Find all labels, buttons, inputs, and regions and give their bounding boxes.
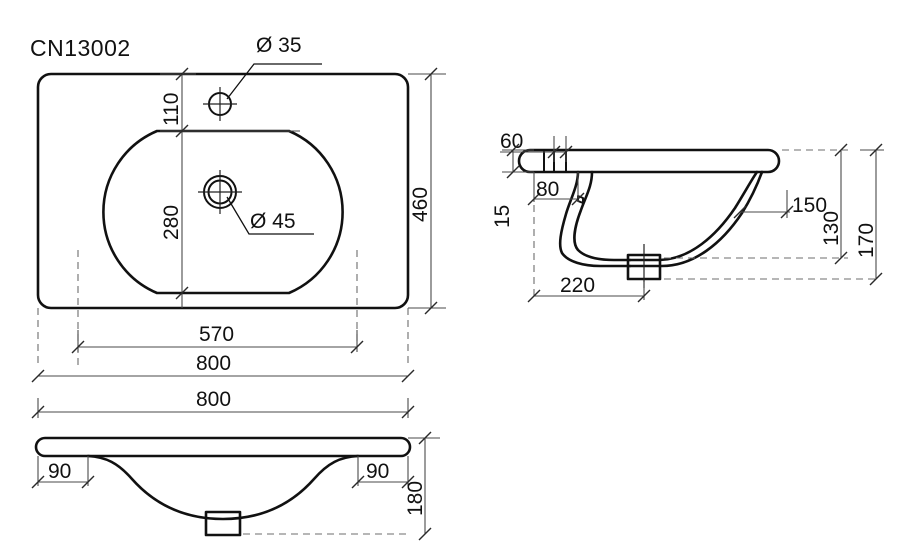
tick-90-left-b <box>81 475 95 489</box>
front-rim-slab <box>34 436 412 458</box>
tick-110-top <box>175 67 189 81</box>
side-bowl-right-sweep <box>628 170 759 262</box>
dim-90-left-text: 90 <box>48 460 71 483</box>
dim-170-text: 170 <box>855 223 878 258</box>
tap-hole-leader <box>226 63 322 100</box>
tick-220-left <box>527 289 541 303</box>
dim-180-text: 180 <box>404 481 427 516</box>
tick-80-right <box>571 192 585 206</box>
top-view-outline <box>36 72 410 310</box>
side-bowl-right-sweep-outer <box>628 170 764 268</box>
tick-220-right <box>637 289 651 303</box>
dim-90-right-text: 90 <box>366 460 389 483</box>
tick-110-bottom <box>175 124 189 138</box>
tick-460-bottom <box>424 301 438 315</box>
side-bowl-inner-wall <box>558 170 632 268</box>
tick-60-a <box>547 145 561 159</box>
dim-220-text: 220 <box>560 274 595 297</box>
side-section-view: 60 15 80 150 130 170 <box>491 130 884 303</box>
tick-170-top <box>869 143 883 157</box>
side-bowl-outer-wall <box>573 170 632 262</box>
tick-90-left-a <box>31 475 45 489</box>
side-rim-slab <box>517 148 781 174</box>
tick-90-right-a <box>351 475 365 489</box>
dim-570-text: 570 <box>199 323 234 346</box>
front-view: 800 90 90 180 <box>31 388 440 541</box>
tick-15-bottom <box>506 165 520 179</box>
dim-800-top-text: 800 <box>196 352 231 375</box>
dim-460-text: 460 <box>409 187 432 222</box>
tick-130-bottom <box>834 251 848 265</box>
tick-800-front-right <box>401 405 415 419</box>
tick-130-top <box>834 143 848 157</box>
tick-800-front-left <box>31 405 45 419</box>
tick-170-bottom <box>869 272 883 286</box>
tick-280-bottom <box>175 286 189 300</box>
tick-15-top <box>506 143 520 157</box>
dim-800-front-text: 800 <box>196 388 231 411</box>
front-drain-outlet <box>204 510 242 537</box>
top-view-bowl-outline <box>102 129 344 295</box>
tick-460-top <box>424 67 438 81</box>
drain-hole-label: Ø 45 <box>250 210 296 233</box>
tick-800-top-right <box>401 369 415 383</box>
tick-570-right <box>350 340 364 354</box>
dim-80-text: 80 <box>536 178 559 201</box>
tick-90-right-b <box>401 475 415 489</box>
dim-280-text: 280 <box>160 205 183 240</box>
dim-15-text: 15 <box>491 205 514 228</box>
drawing-title: CN13002 <box>30 35 131 61</box>
dim-150-text: 150 <box>792 194 827 217</box>
top-view: Ø 35 Ø 45 110 280 460 <box>31 34 446 383</box>
tick-800-top-left <box>31 369 45 383</box>
tick-180-bottom <box>418 527 432 541</box>
tap-hole-label: Ø 35 <box>256 34 302 57</box>
tick-570-left <box>71 340 85 354</box>
dim-130-text: 130 <box>820 211 843 246</box>
tap-hole-circle <box>203 87 237 121</box>
drain-hole-leader <box>226 196 314 235</box>
tick-150-right <box>780 205 794 219</box>
tick-60-b <box>559 145 573 159</box>
tick-180-top <box>418 431 432 445</box>
tick-150-left <box>733 205 747 219</box>
dim-60-text: 60 <box>500 130 523 153</box>
front-bowl-profile <box>86 454 360 521</box>
tick-80-left <box>527 192 541 206</box>
dim-110-text: 110 <box>160 93 183 126</box>
drain-hole-circle <box>198 170 242 214</box>
